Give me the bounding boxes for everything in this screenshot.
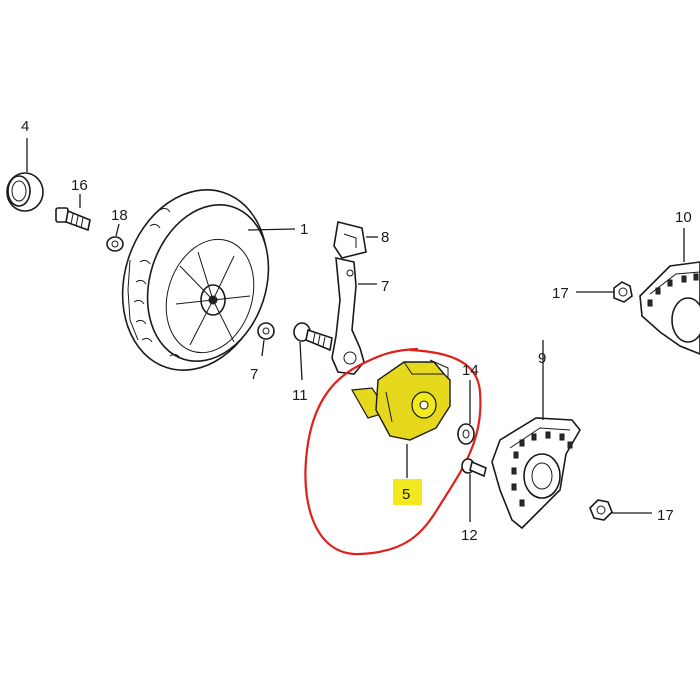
highlight-circle bbox=[304, 347, 482, 556]
part-11-washer bbox=[257, 322, 275, 357]
label-11: 7 bbox=[250, 366, 258, 383]
part-4-hub-cap bbox=[6, 138, 44, 212]
label-5-highlight bbox=[393, 479, 422, 505]
part-13-bolt bbox=[293, 322, 333, 381]
part-12-bolt bbox=[461, 458, 487, 522]
label-1: 1 bbox=[300, 221, 308, 238]
part-17-nut-lower bbox=[589, 499, 652, 521]
label-5: 5 bbox=[402, 486, 410, 503]
label-14: 14 bbox=[462, 362, 479, 379]
label-18: 18 bbox=[111, 207, 128, 224]
part-17-nut-upper bbox=[576, 281, 633, 303]
label-9: 9 bbox=[538, 350, 546, 367]
part-16-bolt bbox=[55, 194, 91, 232]
part-5-bracket bbox=[351, 359, 451, 478]
part-9-plate bbox=[491, 340, 581, 530]
label-7-text: 7 bbox=[381, 278, 389, 295]
part-14-washer bbox=[457, 380, 475, 445]
part-18-washer bbox=[106, 223, 124, 252]
label-17-lower: 17 bbox=[657, 507, 674, 524]
part-1-wheel bbox=[121, 189, 296, 371]
label-16: 16 bbox=[71, 177, 88, 194]
label-4: 4 bbox=[21, 118, 29, 135]
label-10: 10 bbox=[675, 209, 692, 226]
part-7-arm bbox=[331, 256, 377, 375]
label-8: 8 bbox=[381, 229, 389, 246]
part-8-pad bbox=[333, 221, 378, 259]
label-13: 11 bbox=[292, 387, 308, 404]
label-12: 12 bbox=[461, 527, 478, 544]
part-10-plate bbox=[639, 228, 700, 355]
label-17-upper: 17 bbox=[552, 285, 569, 302]
